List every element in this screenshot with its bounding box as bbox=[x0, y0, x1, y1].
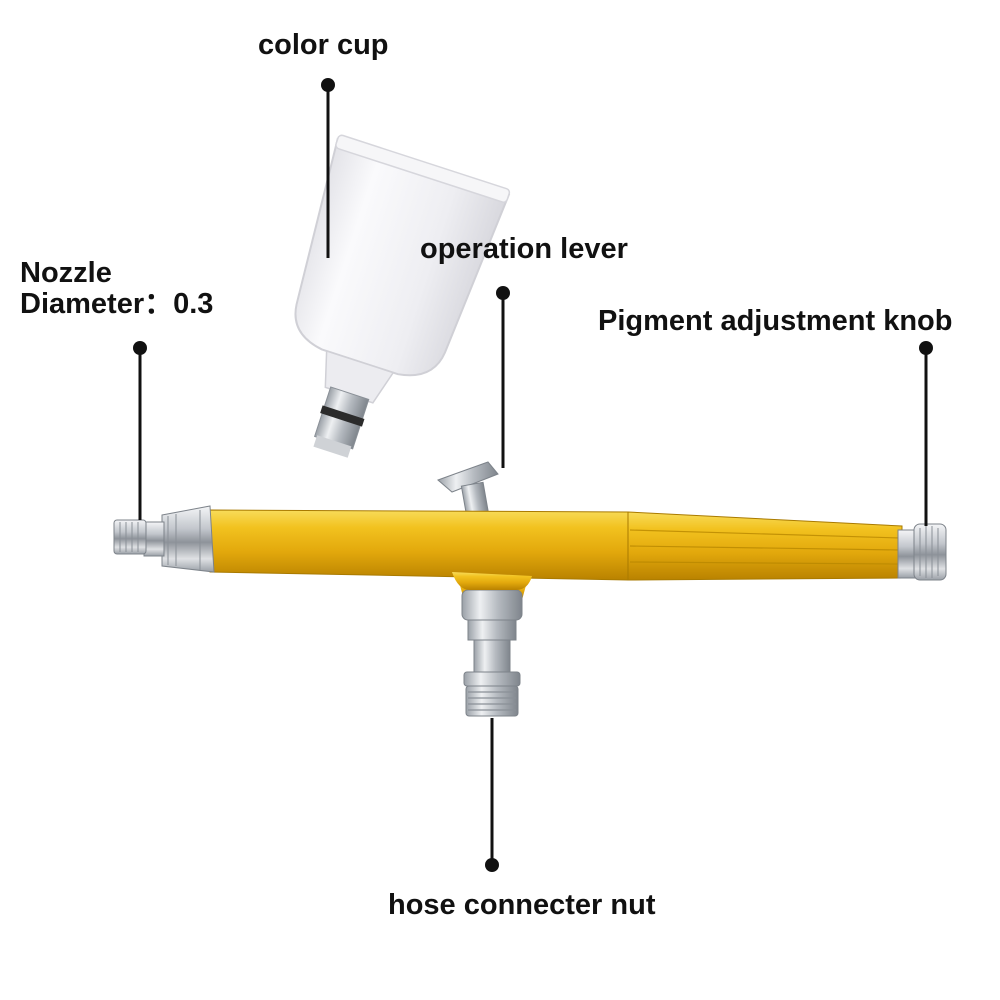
leader-nozzle bbox=[133, 341, 147, 520]
nozzle-assembly bbox=[113, 505, 215, 573]
label-pigment-knob: Pigment adjustment knob bbox=[598, 305, 953, 337]
label-hose-nut: hose connecter nut bbox=[388, 889, 656, 921]
leader-pigment-knob bbox=[919, 341, 933, 526]
label-operation-lever: operation lever bbox=[420, 233, 628, 265]
label-nozzle-line1: Nozzle bbox=[20, 257, 112, 289]
hose-connecter-nut bbox=[458, 578, 528, 717]
leader-operation-lever bbox=[496, 286, 510, 468]
pigment-adjustment-knob bbox=[897, 523, 947, 581]
operation-lever bbox=[437, 461, 499, 519]
label-color-cup: color cup bbox=[258, 29, 389, 61]
leader-hose-nut bbox=[485, 718, 499, 872]
label-nozzle: Nozzle Diameter：0.3 bbox=[20, 258, 213, 320]
label-nozzle-diameter: Diameter：0.3 bbox=[20, 288, 214, 320]
airbrush-body bbox=[209, 509, 903, 590]
leader-color-cup bbox=[321, 78, 335, 258]
color-cup bbox=[294, 134, 511, 458]
